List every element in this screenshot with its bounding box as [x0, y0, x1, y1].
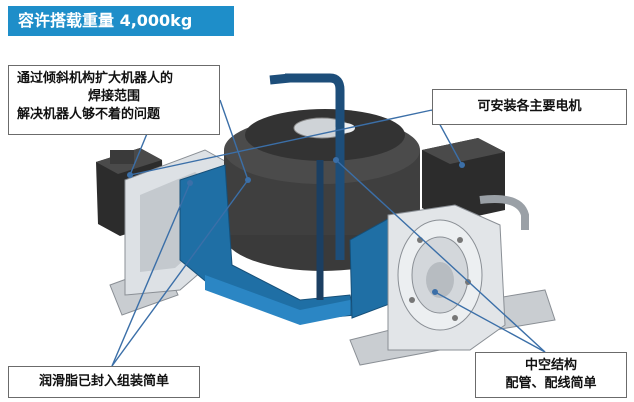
- callout-tilt-line-1: 通过倾斜机构扩大机器人的: [17, 71, 174, 86]
- callout-motors: 可安装各主要电机: [432, 89, 627, 125]
- piping: [269, 73, 345, 300]
- callout-hollow-structure: 中空结构 配管、配线简单: [475, 352, 627, 398]
- callout-hollow-line-2: 配管、配线简单: [505, 376, 597, 391]
- callout-hollow-line-1: 中空结构: [524, 358, 577, 373]
- right-support-frame: [387, 204, 506, 351]
- callout-tilt-line-3: 解决机器人够不着的问题: [17, 107, 161, 122]
- callout-grease-line-1: 润滑脂已封入组装简单: [38, 374, 169, 389]
- callout-tilt-mechanism: 通过倾斜机构扩大机器人的 焊接范围 解决机器人够不着的问题: [8, 65, 220, 135]
- right-motor: [422, 138, 529, 230]
- callout-motors-line-1: 可安装各主要电机: [477, 99, 582, 114]
- callout-grease: 润滑脂已封入组装简单: [8, 366, 200, 398]
- leader-lines: [111, 99, 546, 367]
- title-banner: 容许搭载重量 4,000kg: [8, 6, 234, 36]
- leader-dots: [127, 157, 465, 295]
- callout-tilt-line-2: 焊接范围: [87, 89, 140, 104]
